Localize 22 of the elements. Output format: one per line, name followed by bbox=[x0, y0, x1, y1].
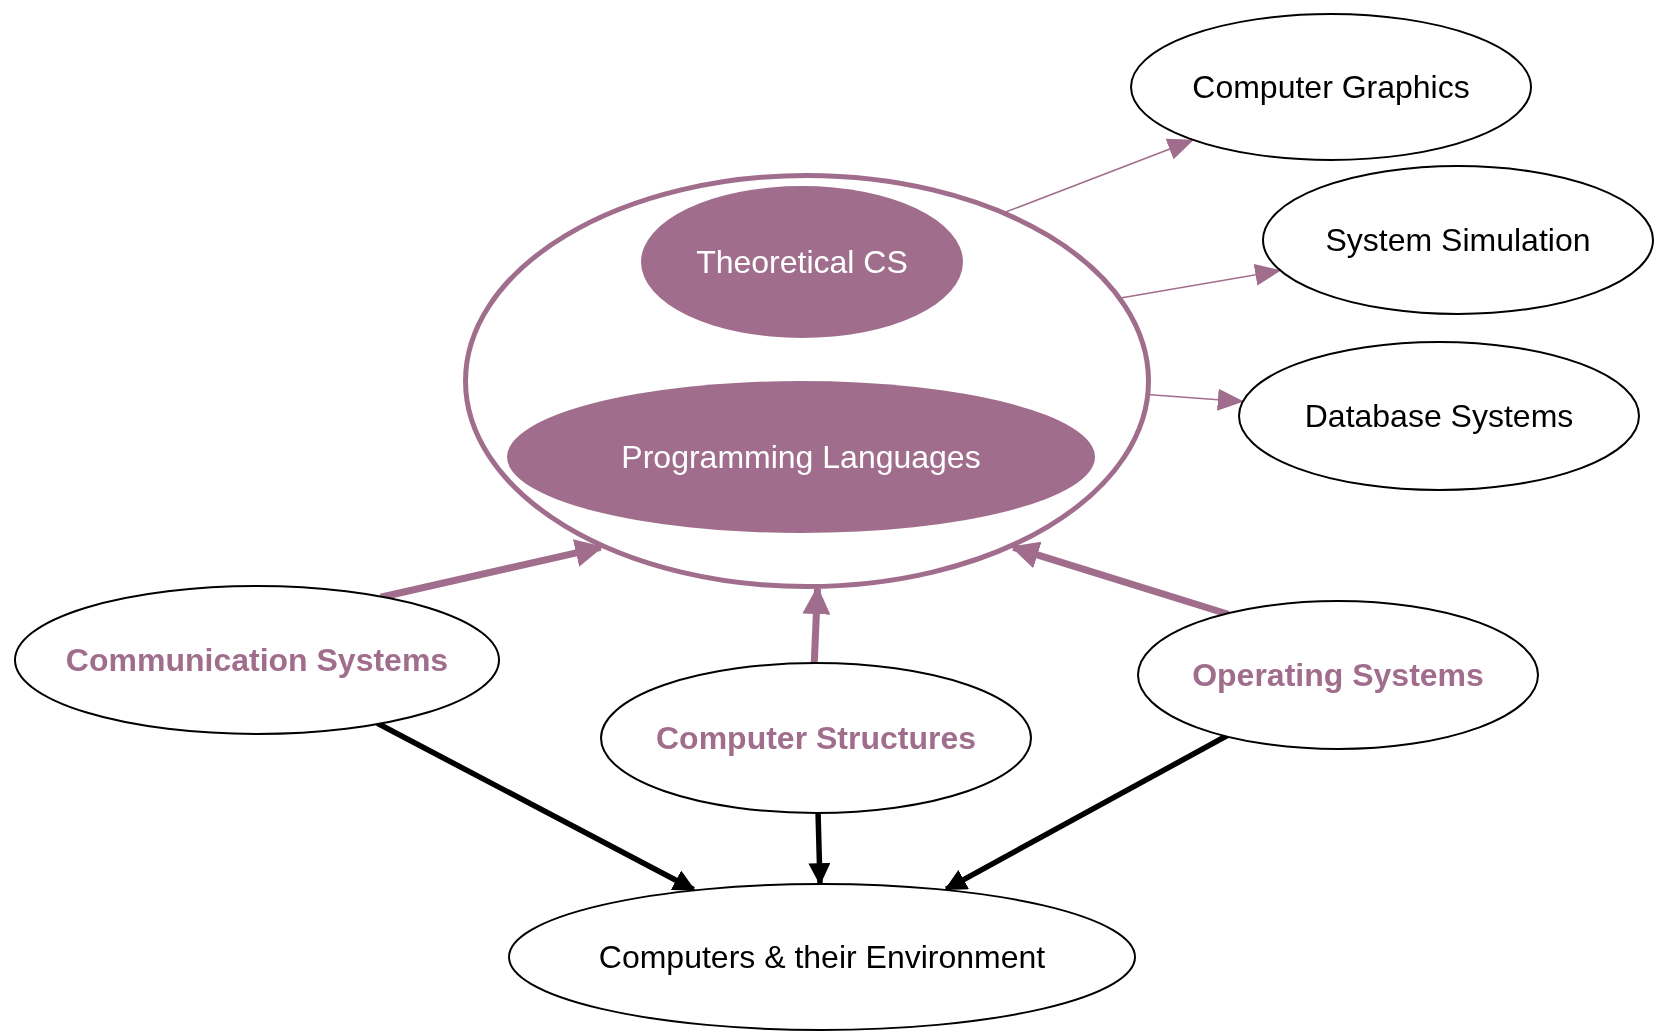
topic-ellipse bbox=[1238, 341, 1640, 491]
topic-label: System Simulation bbox=[1325, 221, 1591, 260]
topic-ellipse bbox=[1137, 600, 1539, 750]
topic-label: Programming Languages bbox=[621, 438, 981, 477]
arrow bbox=[944, 733, 1229, 892]
topic-label: Computer Structures bbox=[655, 719, 976, 758]
topic-label: Computers & their Environment bbox=[598, 938, 1046, 977]
topic-label: Operating Systems bbox=[1192, 656, 1484, 695]
topic-ellipse bbox=[14, 585, 500, 735]
topic-label: Communication Systems bbox=[65, 641, 449, 680]
topic-ellipse bbox=[1130, 13, 1532, 161]
arrow bbox=[1010, 541, 1230, 618]
topic-ellipse bbox=[1262, 165, 1654, 315]
group-ellipse bbox=[463, 173, 1151, 589]
topic-label: Computer Graphics bbox=[1192, 68, 1470, 107]
arrow bbox=[379, 539, 604, 601]
topic-ellipse bbox=[641, 186, 963, 338]
topic-ellipse bbox=[508, 883, 1136, 1031]
topic-ellipse bbox=[600, 662, 1032, 814]
topic-label: Theoretical CS bbox=[696, 243, 908, 282]
topic-ellipse bbox=[507, 381, 1095, 533]
topic-label: Database Systems bbox=[1304, 397, 1574, 436]
